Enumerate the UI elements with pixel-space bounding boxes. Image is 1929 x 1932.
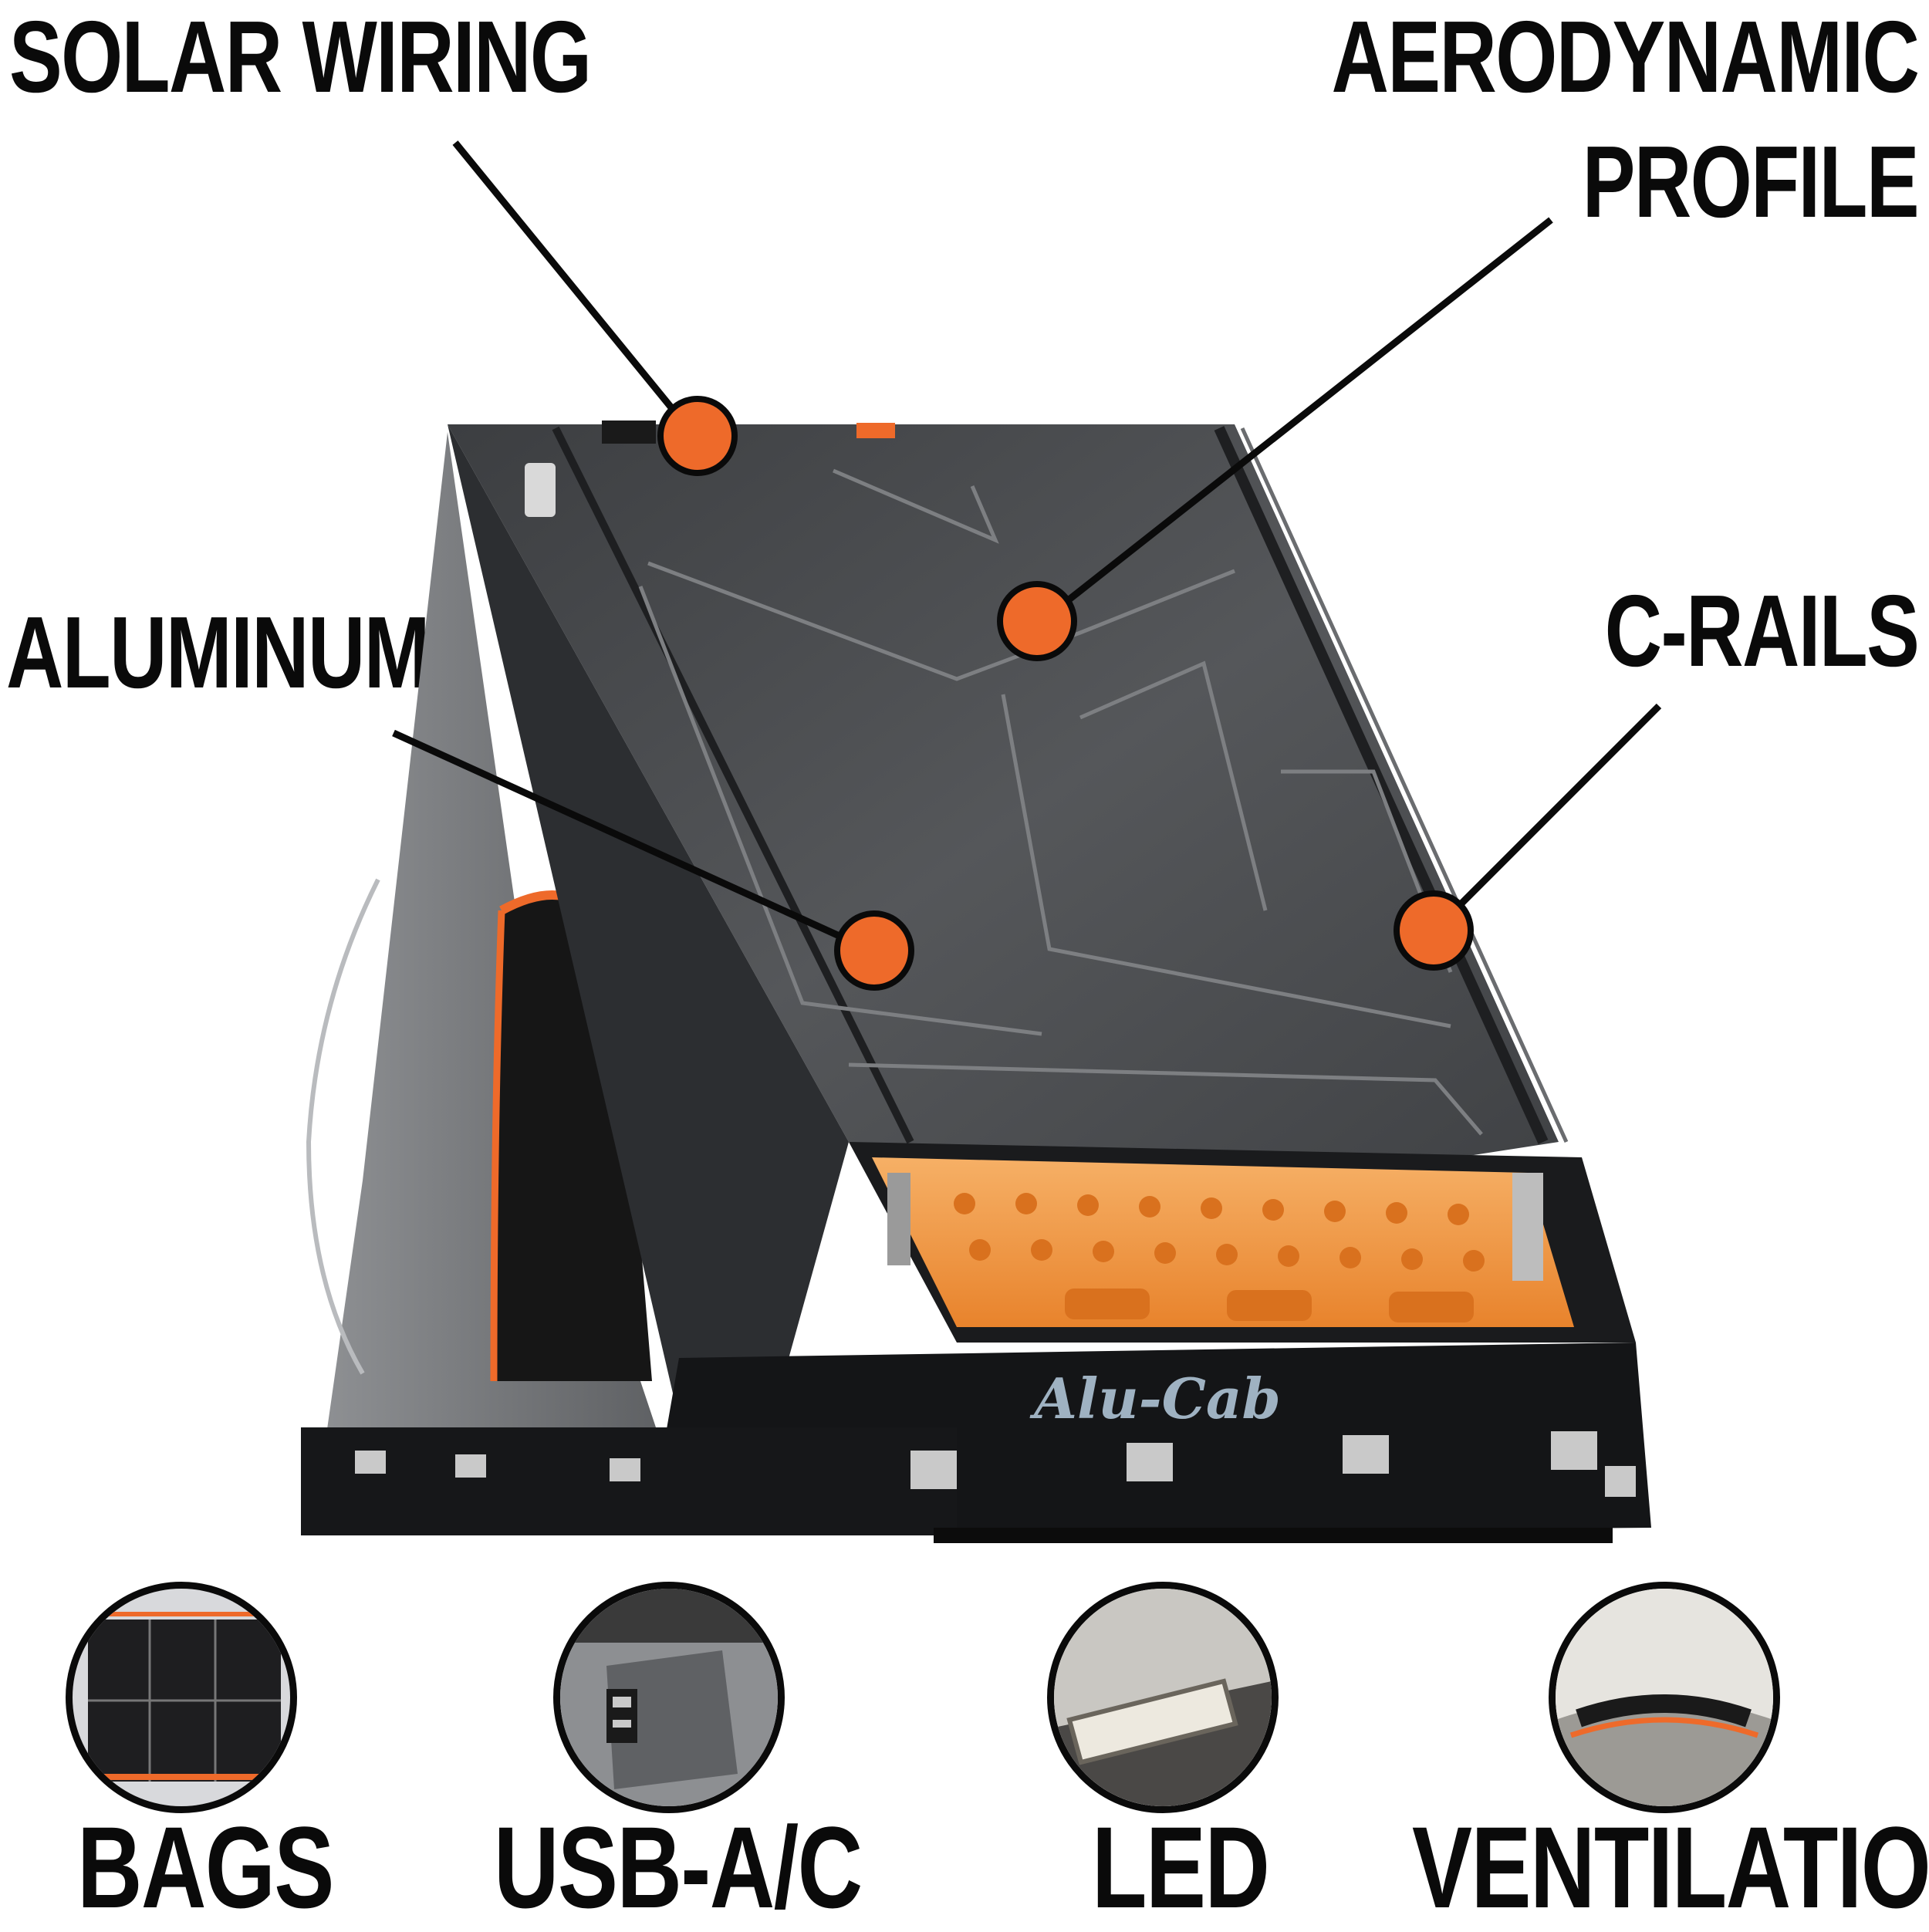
- label-aluminum: ALUMINUM: [6, 596, 431, 709]
- feature-label-led: LED: [1092, 1802, 1270, 1932]
- feature-bags-image: [66, 1582, 297, 1813]
- leader-lines: [392, 140, 1662, 953]
- feature-label-ventilation: VENTILATION: [1412, 1802, 1929, 1932]
- brand-logo: Alu-Cab: [1029, 1366, 1281, 1431]
- storage-bags-icon: [73, 1589, 290, 1806]
- feature-led-image: [1047, 1582, 1279, 1813]
- traction-boards: [849, 1142, 1636, 1343]
- feature-ventilation-image: [1549, 1582, 1780, 1813]
- hotspot-c-rails[interactable]: [1394, 890, 1474, 971]
- label-solar-wiring: SOLAR WIRING: [9, 0, 592, 113]
- feature-usb-image: [553, 1582, 785, 1813]
- label-aerodynamic: AERODYNAMIC: [1331, 0, 1919, 113]
- hotspot-aluminum[interactable]: [834, 910, 914, 991]
- led-light-icon: [1054, 1589, 1272, 1806]
- feature-label-usb: USB-A/C: [494, 1802, 863, 1932]
- usb-port-icon: [560, 1589, 778, 1806]
- label-profile: PROFILE: [1582, 125, 1920, 238]
- tent-base: [301, 1343, 1651, 1543]
- feature-label-bags: BAGS: [77, 1802, 334, 1932]
- vent-icon: [1556, 1589, 1773, 1806]
- tent-shell: [448, 421, 1569, 1420]
- label-c-rails: C-RAILS: [1604, 574, 1919, 687]
- hotspot-solar-wiring[interactable]: [657, 396, 738, 476]
- hotspot-aerodynamic-profile[interactable]: [997, 581, 1077, 661]
